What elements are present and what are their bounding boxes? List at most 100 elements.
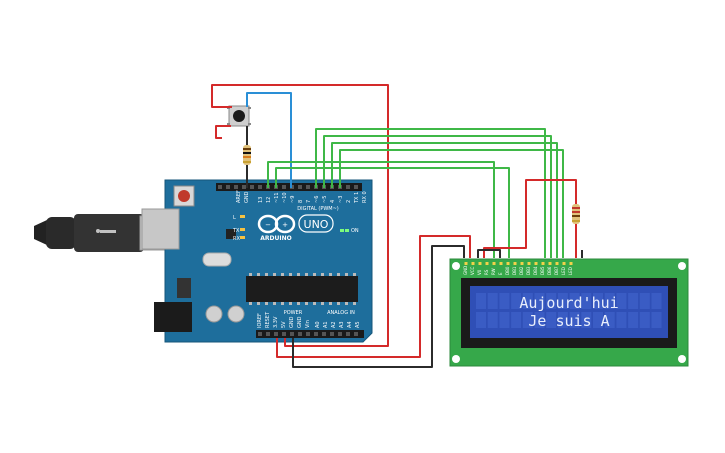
digital-pin-label: ~9 [290, 196, 296, 203]
power-pin-label: GND [289, 316, 295, 328]
analog-pin-label: A4 [347, 321, 353, 328]
chip-pin [313, 273, 316, 276]
lcd-pin-label: RS [484, 269, 489, 275]
header-pin [266, 332, 270, 336]
aref-label: AREF [236, 190, 242, 203]
lcd-line-1: Aujourd'hui [519, 294, 618, 312]
header-pin [250, 185, 254, 189]
wire-button-loop [215, 125, 231, 139]
arduino-brand: ARDUINO [260, 235, 291, 242]
header-pin [226, 185, 230, 189]
atmega-chip [246, 276, 358, 302]
chip-pin [289, 273, 292, 276]
lcd-cell [639, 312, 650, 328]
chip-pin [329, 302, 332, 305]
chip-pin [353, 273, 356, 276]
lcd-cell [593, 312, 603, 328]
lcd-pin [520, 262, 524, 265]
l-led-label: L [233, 215, 236, 221]
chip-pin [257, 273, 260, 276]
lcd-pin-label: DB5 [540, 266, 545, 275]
header-pin [330, 332, 334, 336]
header-pin [306, 185, 310, 189]
header-pin [354, 332, 358, 336]
lcd-cell [487, 312, 498, 328]
chip-pin [329, 273, 332, 276]
lcd-cell [604, 312, 615, 328]
svg-text:−: − [265, 221, 271, 229]
digital-header [216, 183, 362, 191]
power-jack [154, 302, 192, 332]
chip-pin [321, 273, 324, 276]
digital-pin-label: 2 [346, 200, 352, 203]
header-pin [258, 332, 262, 336]
lcd-pin-label: VCC [470, 266, 475, 275]
header-pin [234, 185, 238, 189]
svg-text:+: + [282, 221, 288, 229]
power-pin-label: GND [297, 316, 303, 328]
digital-pin-label: 13 [258, 197, 264, 203]
chip-pin [249, 273, 252, 276]
power-pin-label: 5V [281, 321, 287, 328]
lcd-pin [562, 262, 566, 265]
lcd-cell [487, 293, 498, 309]
header-pin [298, 332, 302, 336]
analog-pin-label: A5 [355, 321, 361, 328]
header-pin [306, 332, 310, 336]
analog-pin-label: A3 [339, 321, 345, 328]
lcd-cell [499, 312, 510, 328]
lcd-pin-label: E [498, 272, 503, 275]
lcd-cell [476, 312, 486, 328]
chip-pin [273, 273, 276, 276]
chip-pin [345, 273, 348, 276]
chip-pin [305, 302, 308, 305]
digital-pin-label: 7 [306, 200, 312, 203]
chip-pin [353, 302, 356, 305]
lcd-pin-label: DB1 [512, 266, 517, 275]
wire-rs [267, 161, 495, 258]
lcd-pin-label: V0 [477, 269, 482, 275]
digital-pin-label: 4 [330, 200, 336, 203]
reset-button[interactable] [178, 190, 190, 202]
analog-pin-label: A1 [323, 321, 329, 328]
lcd-cell [651, 312, 662, 328]
analog-in-label: ANALOG IN [327, 310, 355, 316]
header-pin [282, 185, 286, 189]
chip-pin [265, 273, 268, 276]
lcd-cell [534, 312, 545, 328]
chip-pin [337, 302, 340, 305]
chip-pin [257, 302, 260, 305]
lcd-pin-label: LED [568, 267, 573, 275]
chip-pin [265, 302, 268, 305]
lcd-pin-label: RW [491, 268, 496, 275]
lcd-pin-label: DB2 [519, 266, 524, 275]
wire-button-signal [246, 92, 292, 188]
push-button[interactable] [227, 105, 251, 127]
chip-pin [321, 302, 324, 305]
lcd-pin [485, 262, 489, 265]
chip-pin [297, 273, 300, 276]
lcd-cell [499, 293, 510, 309]
digital-pin-label: 12 [266, 197, 272, 203]
lcd-cell [522, 293, 533, 309]
on-label: ON [351, 228, 359, 234]
lcd-cell [628, 312, 639, 328]
lcd-pin-label: DB4 [533, 266, 538, 275]
header-pin [290, 332, 294, 336]
header-pin [282, 332, 286, 336]
lcd-cell [511, 293, 522, 309]
lcd-cell [628, 293, 639, 309]
header-pin [338, 332, 342, 336]
lcd-cell [616, 293, 627, 309]
lcd-cell [569, 293, 580, 309]
lcd-cell [546, 312, 557, 328]
digital-pin-label: ~10 [282, 192, 288, 203]
lcd-pin [478, 262, 482, 265]
lcd-pin [555, 262, 559, 265]
tx-led-label: TX [232, 228, 240, 234]
usb-port [141, 208, 180, 250]
wire-db6 [331, 142, 558, 258]
